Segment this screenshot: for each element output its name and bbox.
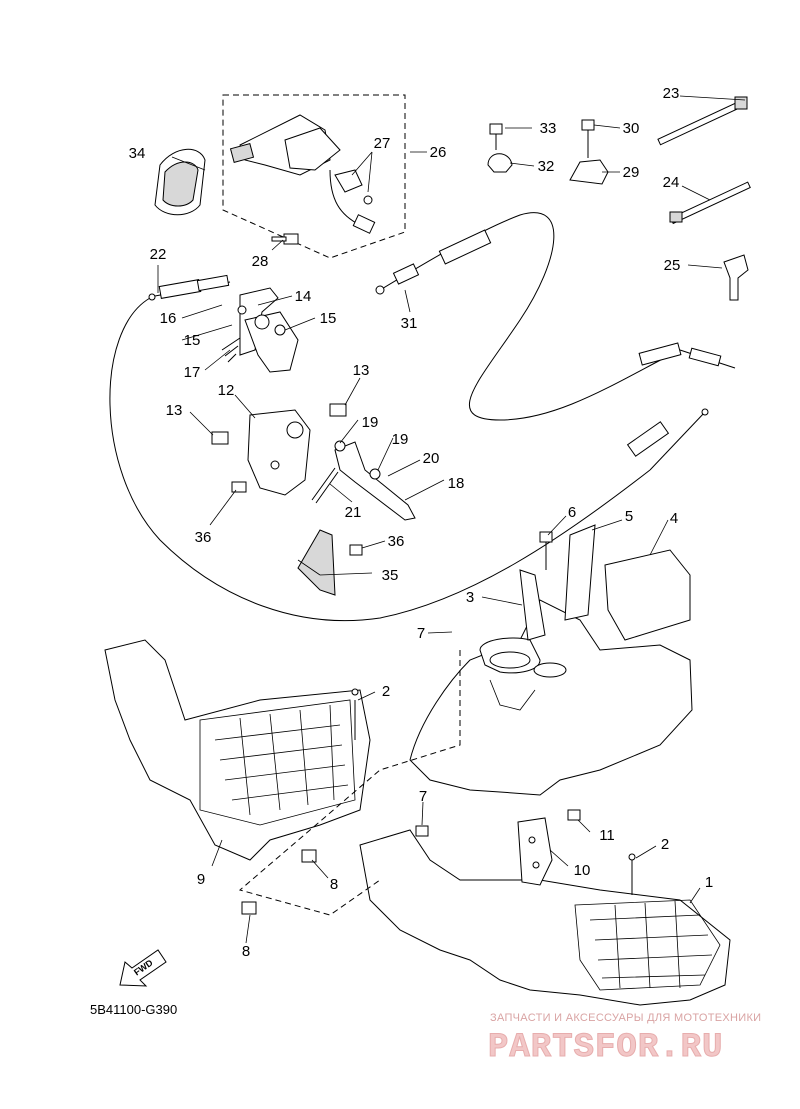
callout-24: 24	[663, 174, 680, 191]
callout-30: 30	[623, 120, 640, 137]
callout-2: 2	[661, 836, 669, 853]
callout-23: 23	[663, 85, 680, 102]
callout-8: 8	[330, 876, 338, 893]
callout-35: 35	[382, 567, 399, 584]
callout-4: 4	[670, 510, 678, 527]
right-footrest	[359, 809, 731, 1006]
callout-25: 25	[664, 257, 681, 274]
callout-28: 28	[252, 253, 269, 270]
callout-36: 36	[388, 533, 405, 550]
callout-26: 26	[430, 144, 447, 161]
callout-20: 20	[423, 450, 440, 467]
callout-29: 29	[623, 164, 640, 181]
clamps-and-bolts	[487, 119, 609, 185]
callout-10: 10	[574, 862, 591, 879]
callout-12: 12	[218, 382, 235, 399]
callout-15: 15	[320, 310, 337, 327]
callout-13: 13	[353, 362, 370, 379]
callout-1: 1	[705, 874, 713, 891]
bolt-28	[271, 233, 299, 245]
callout-13: 13	[166, 402, 183, 419]
diagram-code: 5B41100-G390	[90, 1002, 177, 1017]
callout-7: 7	[419, 788, 427, 805]
lever-mechanism	[211, 287, 416, 596]
callout-18: 18	[448, 475, 465, 492]
callout-15: 15	[184, 332, 201, 349]
cable-ties	[657, 96, 751, 301]
forward-arrow-icon: FWD	[119, 949, 167, 987]
lever-cover	[154, 148, 206, 216]
callout-19: 19	[392, 431, 409, 448]
callout-31: 31	[401, 315, 418, 332]
lever-assembly-box	[222, 94, 406, 259]
callout-22: 22	[150, 246, 167, 263]
center-console	[409, 524, 693, 796]
watermark: ЗАПЧАСТИ И АКСЕССУАРЫ ДЛЯ МОТОТЕХНИКИ PA…	[488, 1012, 762, 1068]
callout-27: 27	[374, 135, 391, 152]
watermark-tagline: ЗАПЧАСТИ И АКСЕССУАРЫ ДЛЯ МОТОТЕХНИКИ	[490, 1012, 761, 1024]
leader-lines	[157, 95, 746, 944]
callout-8: 8	[242, 943, 250, 960]
callout-33: 33	[540, 120, 557, 137]
callout-14: 14	[295, 288, 312, 305]
callout-3: 3	[466, 589, 474, 606]
callout-36: 36	[195, 529, 212, 546]
callout-16: 16	[160, 310, 177, 327]
callout-17: 17	[184, 364, 201, 381]
callout-9: 9	[197, 871, 205, 888]
callout-7: 7	[417, 625, 425, 642]
watermark-brand: PARTSFOR.RU	[488, 1029, 723, 1067]
callout-11: 11	[599, 827, 615, 844]
callout-6: 6	[568, 504, 576, 521]
left-footrest	[104, 639, 371, 915]
callout-2: 2	[382, 683, 390, 700]
callout-5: 5	[625, 508, 633, 525]
callout-34: 34	[129, 145, 146, 162]
callout-19: 19	[362, 414, 379, 431]
throttle-cable	[109, 212, 736, 622]
callout-21: 21	[345, 504, 362, 521]
callout-32: 32	[538, 158, 555, 175]
callout-labels: 1 2 2 3 4 5 6 7 7 8 8 9 10 11 12 13 13 1…	[129, 85, 714, 960]
